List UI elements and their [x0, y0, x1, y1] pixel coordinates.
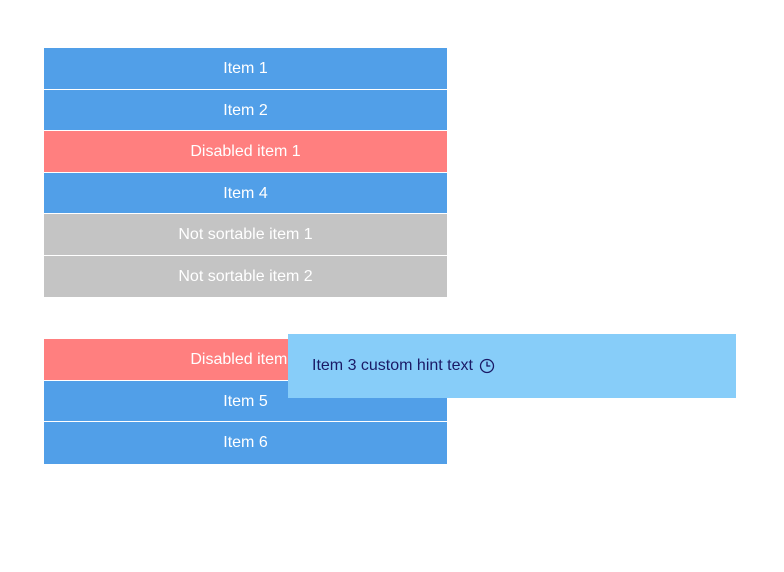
drag-hint-text: Item 3 custom hint text	[312, 357, 473, 374]
list-item-item-1[interactable]: Item 1	[44, 48, 447, 90]
list-item-not-sortable-1: Not sortable item 1	[44, 214, 447, 256]
drag-hint[interactable]: Item 3 custom hint text	[288, 334, 736, 398]
list-item-disabled-1: Disabled item 1	[44, 131, 447, 173]
sortable-list-one: Item 1 Item 2 Disabled item 1 Item 4 Not…	[44, 48, 447, 297]
list-item-item-2[interactable]: Item 2	[44, 89, 447, 131]
list-item-item-4[interactable]: Item 4	[44, 172, 447, 214]
clock-icon	[479, 358, 495, 374]
list-item-not-sortable-2: Not sortable item 2	[44, 255, 447, 297]
list-item-item-6[interactable]: Item 6	[44, 422, 447, 464]
